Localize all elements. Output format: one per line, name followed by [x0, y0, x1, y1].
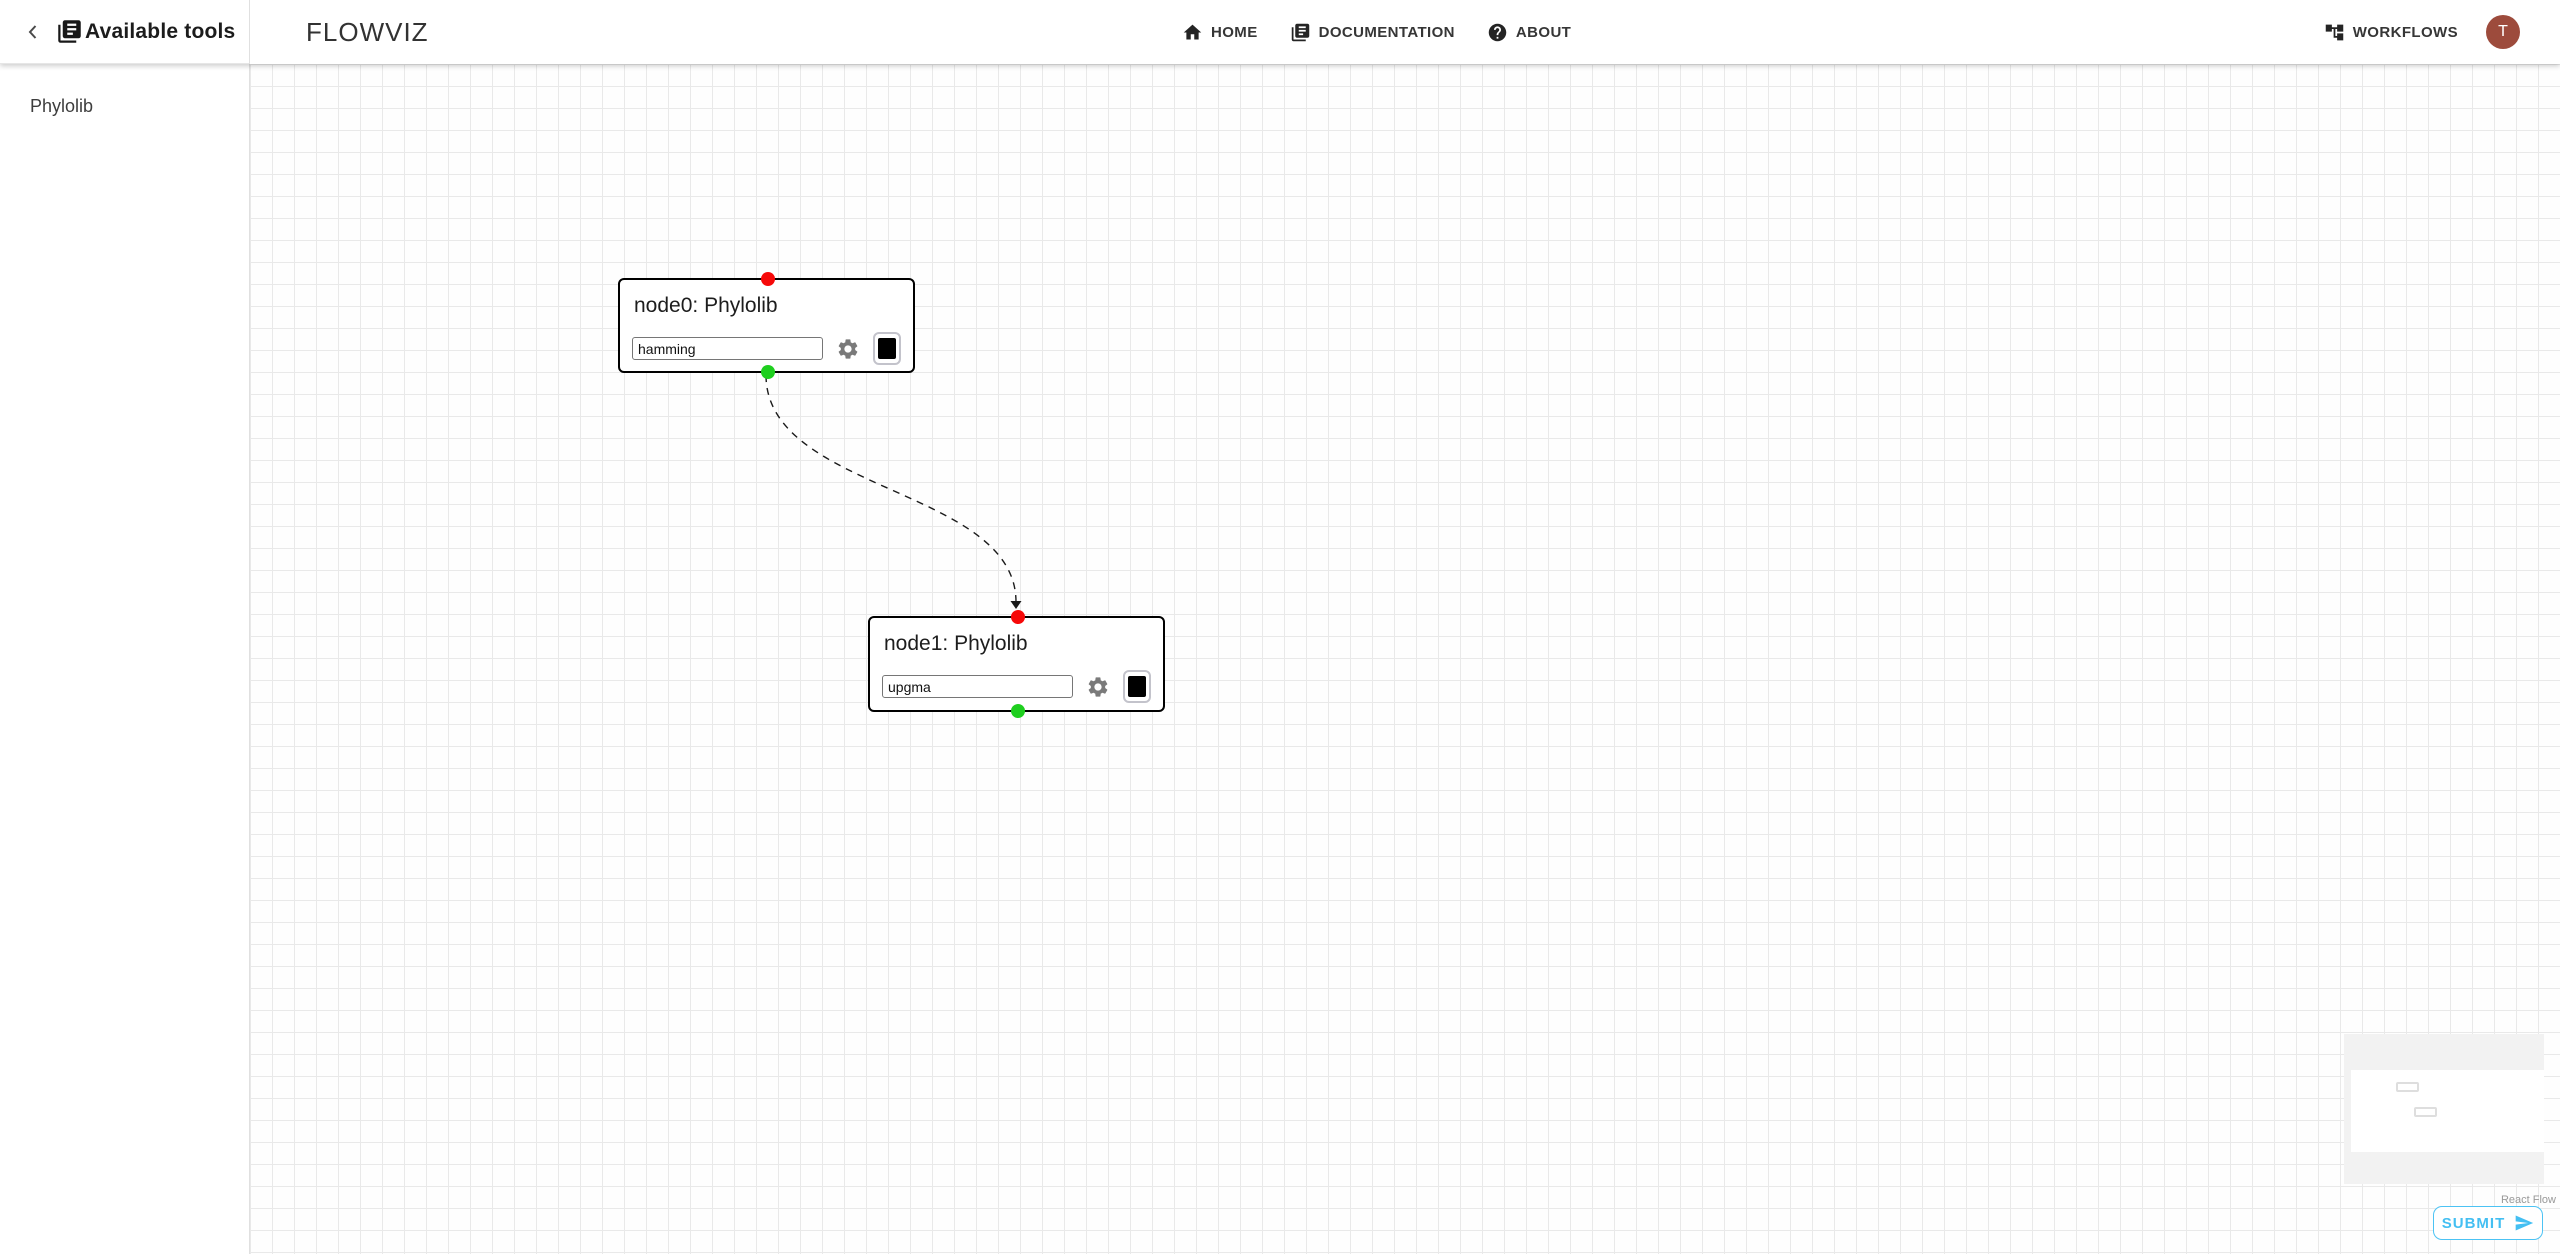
minimap-node	[2396, 1082, 2419, 1092]
settings-gear-icon[interactable]	[1086, 675, 1110, 699]
submit-button[interactable]: SUBMIT	[2433, 1206, 2543, 1240]
library-books-icon	[56, 18, 83, 45]
node-function-input[interactable]	[882, 675, 1073, 698]
edge-node0-node1	[765, 374, 1017, 603]
available-tools-sidebar: Phylolib	[0, 64, 250, 1254]
user-avatar[interactable]: T	[2486, 15, 2520, 49]
flow-node-node0[interactable]: node0: Phylolib	[618, 272, 915, 379]
sidebar-title: Available tools	[85, 19, 236, 43]
minimap[interactable]	[2344, 1034, 2544, 1184]
color-swatch-button[interactable]	[873, 332, 901, 365]
nav-item-documentation[interactable]: DOCUMENTATION	[1290, 22, 1455, 43]
color-swatch-button[interactable]	[1123, 670, 1151, 703]
workflows-button[interactable]: WORKFLOWS	[2324, 22, 2458, 43]
nav-item-home[interactable]: HOME	[1182, 22, 1258, 43]
react-flow-attribution: React Flow	[2500, 1194, 2556, 1206]
node-title: node1: Phylolib	[884, 632, 1028, 655]
help-icon	[1487, 22, 1508, 43]
color-swatch	[1128, 676, 1146, 697]
source-handle[interactable]	[1011, 704, 1025, 718]
node-function-input[interactable]	[632, 337, 823, 360]
minimap-node	[2414, 1107, 2437, 1117]
sidebar-item-phylolib[interactable]: Phylolib	[30, 96, 94, 116]
node-title: node0: Phylolib	[634, 294, 778, 317]
workflow-tree-icon	[2324, 22, 2345, 43]
edge-arrowhead-icon	[1010, 601, 1022, 609]
home-icon	[1182, 22, 1203, 43]
main-nav: HOME DOCUMENTATION ABOUT	[1182, 0, 1571, 64]
sidebar-header: Available tools	[0, 0, 250, 64]
color-swatch	[878, 338, 896, 359]
edge-layer	[765, 374, 1022, 609]
library-books-icon	[1290, 22, 1311, 43]
send-icon	[2514, 1213, 2534, 1233]
target-handle[interactable]	[761, 272, 775, 286]
flow-canvas[interactable]: node0: Phylolib node1: Phylolib	[250, 64, 2560, 1254]
collapse-sidebar-chevron-icon[interactable]	[20, 19, 46, 45]
minimap-viewport	[2351, 1070, 2544, 1152]
settings-gear-icon[interactable]	[836, 337, 860, 361]
nav-item-about[interactable]: ABOUT	[1487, 22, 1571, 43]
flow-node-node1[interactable]: node1: Phylolib	[868, 610, 1165, 718]
page-title: FLOWVIZ	[306, 16, 429, 47]
app-header: Available tools FLOWVIZ HOME DOCUMENTATI…	[0, 0, 2560, 64]
target-handle[interactable]	[1011, 610, 1025, 624]
source-handle[interactable]	[761, 365, 775, 379]
header-right: WORKFLOWS T	[2324, 0, 2520, 64]
